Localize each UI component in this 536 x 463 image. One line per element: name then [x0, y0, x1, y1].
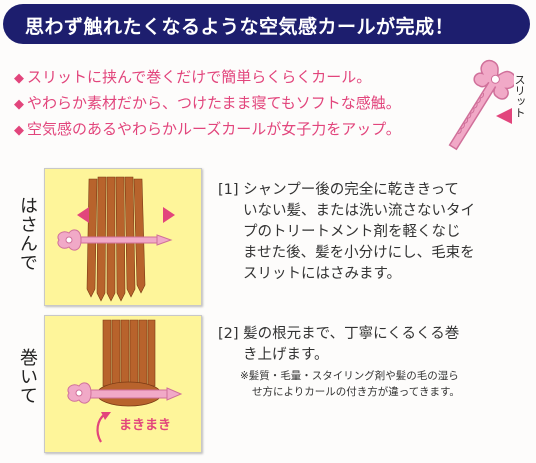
feature-text: 空気感のあるやわらかルーズカールが女子力をアップ。	[27, 120, 401, 138]
step2-number: [2]	[218, 326, 239, 342]
step1-text: [1] シャンプー後の完全に乾ききって いない髪、または洗い流さないタイ プのト…	[218, 180, 475, 285]
feature-bullet: ◆空気感のあるやわらかルーズカールが女子力をアップ。	[14, 118, 401, 139]
step1-line: ませた後、髪を小分けにし、毛束を	[243, 245, 475, 261]
diamond-bullet-icon: ◆	[14, 97, 24, 112]
step1-line: スリットにはさみます。	[243, 266, 402, 282]
step2-line: き上げます。	[243, 347, 329, 363]
step2-illustration: まきまき	[44, 315, 202, 453]
step2-caption: まきまき	[119, 418, 172, 433]
diamond-bullet-icon: ◆	[14, 71, 24, 86]
step2-line: [2] 髪の根元まで、丁寧にくるくる巻	[218, 326, 460, 342]
step2-note: ※髪質・毛量・スタイリング剤や髪の毛の湿ら せ方によりカールの付き方が違ってきま…	[240, 368, 460, 400]
step1-line: [1] シャンプー後の完全に乾ききって	[218, 182, 459, 198]
step1-line: いない髪、または洗い流さないタイ	[243, 203, 475, 219]
curler-clip-illustration	[448, 59, 514, 151]
step1-line: プのトリートメント剤を軽くなじ	[243, 224, 461, 240]
step1-illustration	[44, 168, 202, 306]
step2-text: [2] 髪の根元まで、丁寧にくるくる巻 き上げます。	[218, 324, 459, 366]
title-banner: 思わず触れたくなるような空気感カールが完成！	[3, 4, 530, 44]
slit-pointer-icon	[496, 108, 512, 124]
note-line: ※髪質・毛量・スタイリング剤や髪の毛の湿ら	[240, 370, 459, 382]
step1-side-label: はさんで	[17, 196, 38, 272]
slit-label: スリット	[513, 74, 526, 118]
banner-title: 思わず触れたくなるような空気感カールが完成！	[25, 16, 455, 38]
feature-text: スリットに挟んで巻くだけで簡単らくらくカール。	[27, 68, 372, 86]
feature-text: やわらか素材だから、つけたまま寝てもソフトな感触。	[27, 94, 401, 112]
feature-bullet: ◆やわらか素材だから、つけたまま寝てもソフトな感触。	[14, 92, 401, 113]
step1-number: [1]	[218, 182, 239, 198]
note-line: せ方によりカールの付き方が違ってきます。	[252, 386, 460, 398]
diamond-bullet-icon: ◆	[14, 123, 24, 138]
step2-side-label: 巻いて	[17, 348, 38, 405]
feature-bullet: ◆スリットに挟んで巻くだけで簡単らくらくカール。	[14, 66, 371, 87]
